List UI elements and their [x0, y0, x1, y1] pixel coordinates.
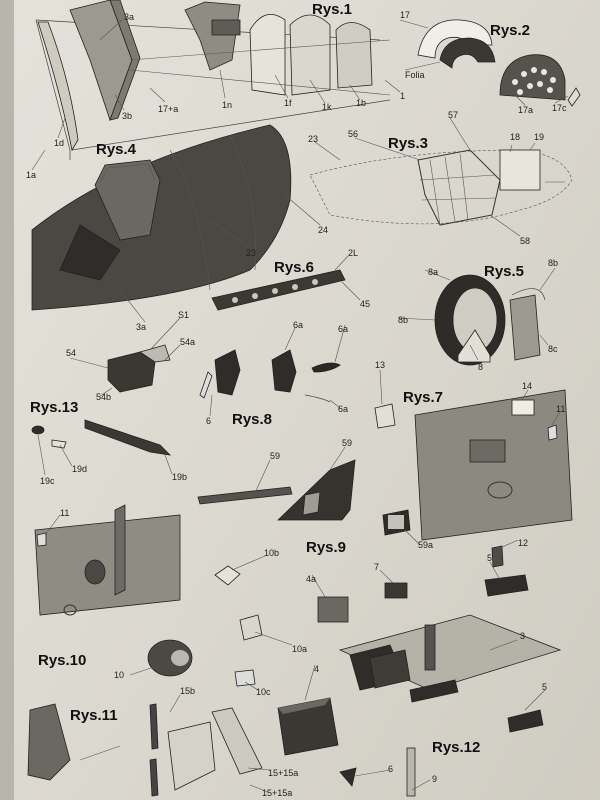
figure-title-rys4: Rys.4 — [96, 141, 137, 158]
page-binding-shadow — [0, 0, 14, 800]
part-label-19d: 19d — [72, 464, 87, 474]
figure-title-rys10: Rys.10 — [38, 652, 86, 669]
rys9-armour-plate — [197, 459, 411, 536]
rys5-landing-wheel — [434, 274, 546, 366]
part-label-56: 56 — [348, 129, 358, 139]
part-label-54a: 54a — [180, 337, 195, 347]
part-label-10c: 10c — [256, 687, 271, 697]
rys3-fuselage-skeleton — [309, 149, 573, 226]
part-label-8a: 8a — [428, 267, 438, 277]
part-label-5-top: 5 — [487, 553, 492, 563]
part-label-10a: 10a — [292, 644, 307, 654]
part-label-14: 14 — [522, 381, 532, 391]
rys13-propeller-blade — [31, 419, 172, 456]
figure-title-rys11: Rys.11 — [70, 707, 118, 724]
part-label-3b: 3b — [122, 111, 132, 121]
part-label-6a-3: 6a — [338, 404, 348, 414]
figure-title-rys1: Rys.1 — [312, 1, 352, 18]
part-label-6a-2: 6a — [338, 324, 348, 334]
part-label-2L: 2L — [348, 248, 358, 258]
part-label-S1: S1 — [178, 310, 189, 320]
rys1-fuselage-frames — [35, 0, 391, 160]
part-label-11-rys10: 11 — [60, 508, 69, 518]
leader-lines — [31, 19, 569, 793]
part-label-54: 54 — [66, 348, 76, 358]
part-label-1n: 1n — [222, 100, 232, 110]
rys10-side-panel — [34, 504, 263, 687]
part-label-1k: 1k — [322, 102, 332, 112]
part-label-1a: 1a — [26, 170, 36, 180]
part-label-8: 8 — [478, 362, 483, 372]
part-label-59: 59 — [342, 438, 352, 448]
rys6-gun-rail — [211, 269, 346, 311]
part-label-24: 24 — [318, 225, 328, 235]
rys8-pedals — [199, 349, 341, 403]
part-label-17a: 17a — [518, 105, 533, 115]
part-label-17c: 17c — [552, 103, 567, 113]
part-label-4a: 4a — [306, 574, 316, 584]
part-label-54b: 54b — [96, 392, 111, 402]
part-label-1: 1 — [400, 91, 405, 101]
part-label-6a-1: 6a — [293, 320, 303, 330]
part-label-8b-left: 8b — [398, 315, 408, 325]
part-label-7: 7 — [374, 562, 379, 572]
part-label-10: 10 — [114, 670, 124, 680]
part-label-10b: 10b — [264, 548, 279, 558]
part-label-19b: 19b — [172, 472, 187, 482]
part-label-5-bottom: 5 — [542, 682, 547, 692]
part-label-17: 17 — [400, 10, 410, 20]
part-label-3: 3 — [520, 631, 525, 641]
part-label-59a: 59a — [418, 540, 433, 550]
rys4-cockpit-section — [31, 124, 292, 311]
part-label-12: 12 — [518, 538, 528, 548]
figure-title-rys13: Rys.13 — [30, 399, 78, 416]
part-label-1d: 1d — [54, 138, 64, 148]
part-label-19: 19 — [534, 132, 544, 142]
figure-title-rys7: Rys.7 — [403, 389, 443, 406]
part-label-57: 57 — [448, 110, 458, 120]
part-label-1b: 1b — [356, 98, 366, 108]
figure-title-rys6: Rys.6 — [274, 259, 314, 276]
seat-bracket-54 — [107, 344, 171, 393]
part-label-17-plus-a: 17+a — [158, 104, 178, 114]
part-label-folia: Folia — [405, 70, 425, 80]
rys12-floor-assembly — [277, 574, 562, 797]
part-label-18: 18 — [510, 132, 520, 142]
part-label-15-15a-2: 15+15a — [262, 788, 292, 798]
part-label-6-rys12: 6 — [388, 764, 393, 774]
part-label-3a-rys4: 3a — [136, 322, 146, 332]
part-label-13: 13 — [375, 360, 385, 370]
figure-title-rys9: Rys.9 — [306, 539, 346, 556]
figure-title-rys3: Rys.3 — [388, 135, 428, 152]
part-label-1f: 1f — [284, 98, 292, 108]
part-label-59-bar: 59 — [270, 451, 280, 461]
part-label-9: 9 — [432, 774, 437, 784]
figure-title-rys8: Rys.8 — [232, 411, 272, 428]
part-label-3a-top: 3a — [124, 12, 134, 22]
part-label-45: 45 — [360, 299, 370, 309]
part-label-15b: 15b — [180, 686, 195, 696]
part-label-23-rys3: 23 — [308, 134, 318, 144]
part-label-4: 4 — [314, 664, 319, 674]
part-label-11-rys7: 11 — [556, 404, 565, 414]
part-label-15-15a-1: 15+15a — [268, 768, 298, 778]
part-label-6: 6 — [206, 416, 211, 426]
rys7-side-panel — [374, 389, 573, 568]
figure-title-rys12: Rys.12 — [432, 739, 480, 756]
part-label-8c: 8c — [548, 344, 558, 354]
rys2-instrument-panel — [417, 19, 581, 107]
part-label-19c: 19c — [40, 476, 55, 486]
figure-title-rys2: Rys.2 — [490, 22, 530, 39]
part-label-58: 58 — [520, 236, 530, 246]
part-label-23-rys4: 23 — [246, 248, 256, 258]
part-label-8b-top: 8b — [548, 258, 558, 268]
figure-title-rys5: Rys.5 — [484, 263, 524, 280]
rys11-seat — [27, 703, 263, 797]
